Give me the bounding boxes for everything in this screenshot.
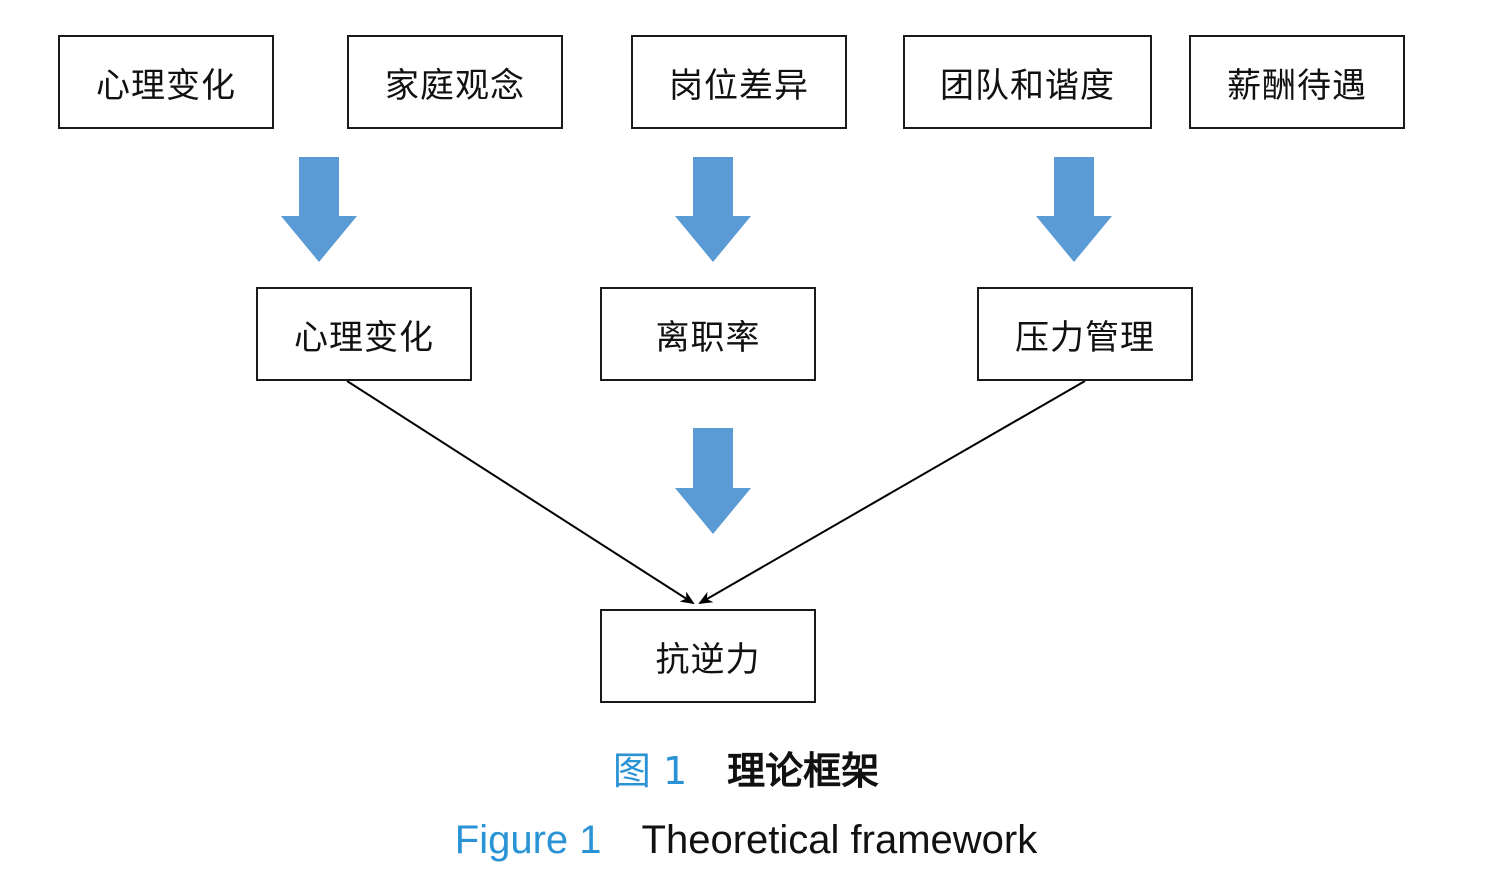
block-arrow-lower [675,428,751,534]
block-arrow-center [675,157,751,262]
node-turnover-rate: 离职率 [600,287,816,381]
node-psychological-change-middle: 心理变化 [256,287,472,381]
connector-left [346,380,695,605]
connector-right [698,380,1086,604]
node-family-values: 家庭观念 [347,35,563,129]
node-stress-management: 压力管理 [977,287,1193,381]
caption-cn-title: 理论框架 [727,749,880,793]
block-arrow-right [1036,157,1112,262]
caption-en-label: Figure 1 [454,818,602,862]
block-arrow-left [281,157,357,262]
caption-en-title: Theoretical framework [641,818,1038,862]
node-team-harmony: 团队和谐度 [903,35,1152,129]
node-resilience: 抗逆力 [600,609,816,703]
node-salary-benefits: 薪酬待遇 [1189,35,1405,129]
caption-cn-label: 图 1 [612,749,688,793]
caption-english: Figure 1 Theoretical framework [0,818,1492,863]
node-psychological-change-top: 心理变化 [58,35,274,129]
node-position-difference: 岗位差异 [631,35,847,129]
caption-chinese: 图 1 理论框架 [0,740,1492,795]
